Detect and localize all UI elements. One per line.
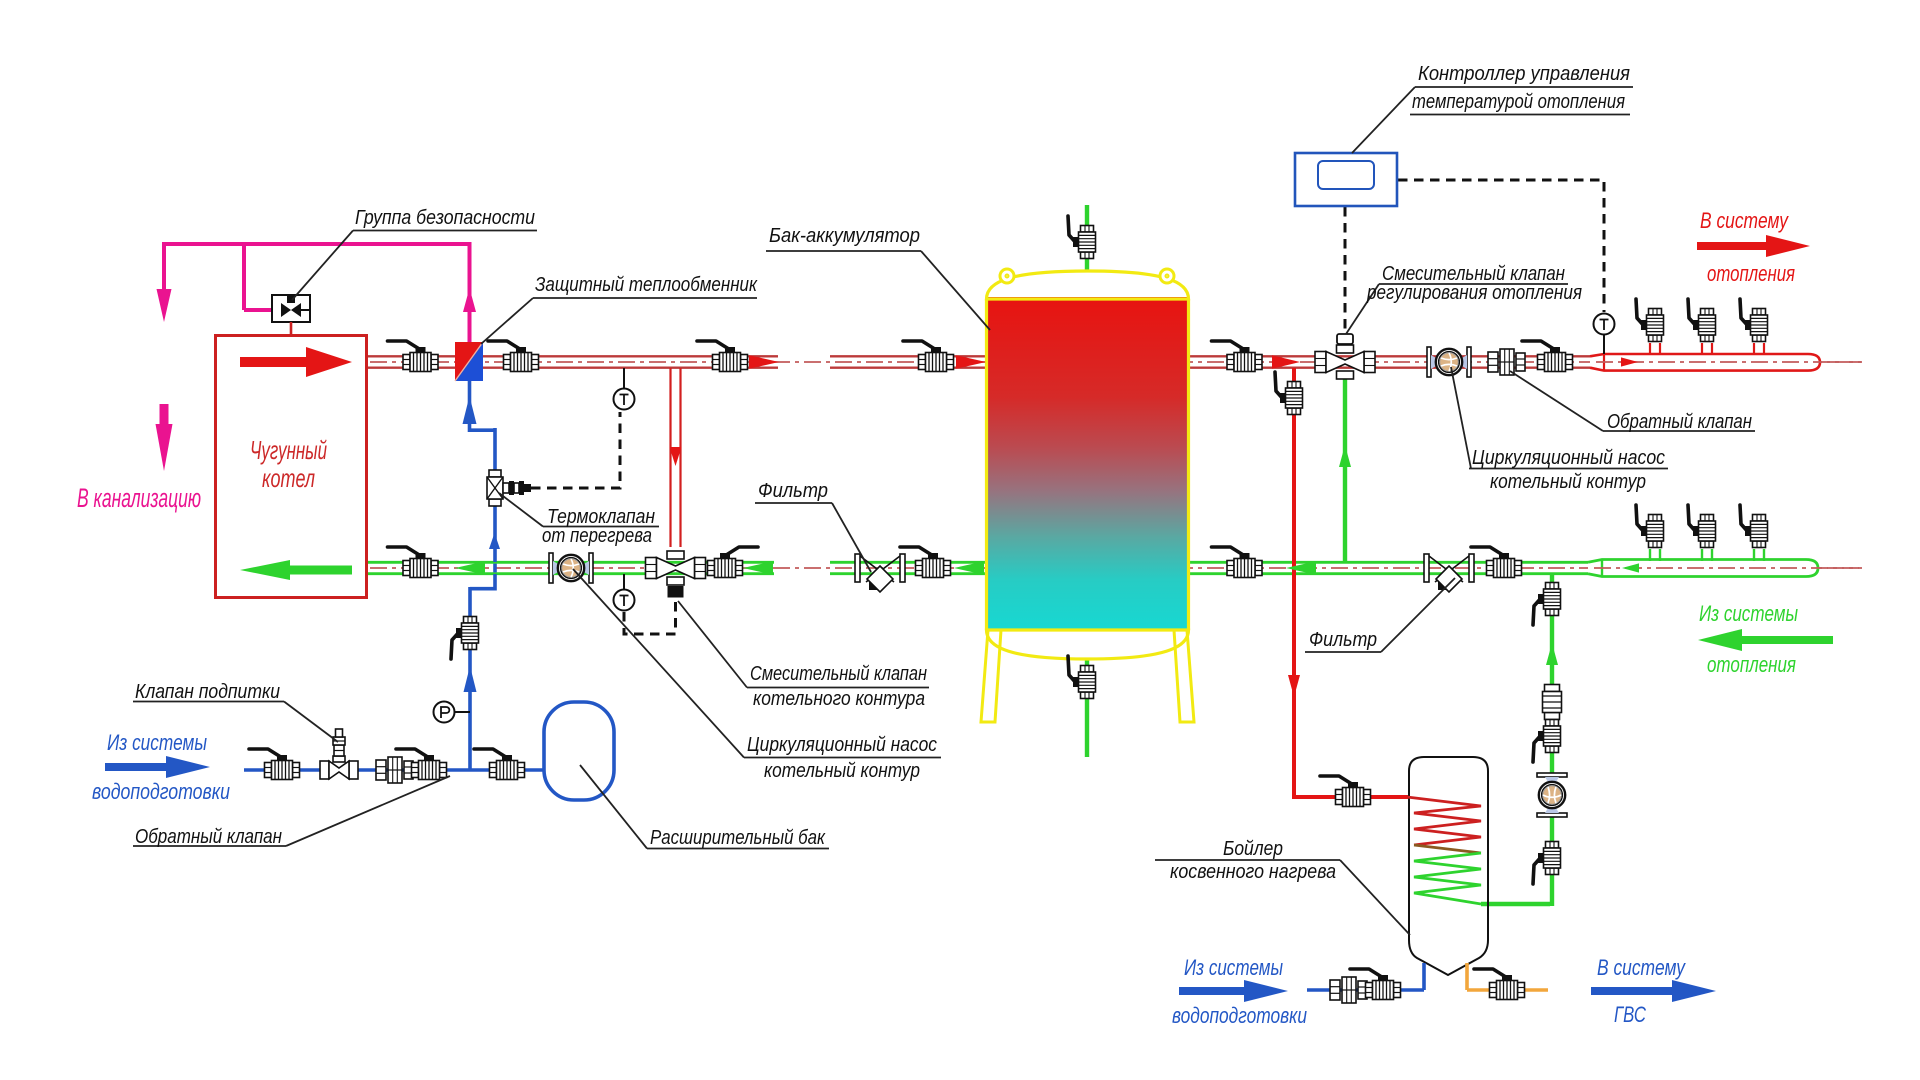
svg-text:Контроллер управления: Контроллер управления [1418, 62, 1630, 85]
svg-text:котел: котел [262, 463, 315, 493]
svg-text:косвенного нагрева: косвенного нагрева [1170, 860, 1336, 883]
svg-text:отопления: отопления [1707, 652, 1796, 677]
svg-text:котельный контур: котельный контур [1490, 470, 1646, 493]
svg-text:регулирования отопления: регулирования отопления [1366, 281, 1582, 304]
svg-text:отопления: отопления [1707, 261, 1795, 286]
svg-text:Фильтр: Фильтр [1309, 628, 1377, 651]
svg-text:Фильтр: Фильтр [758, 479, 828, 502]
svg-text:Смесительный клапан: Смесительный клапан [1382, 262, 1565, 285]
svg-text:Чугунный: Чугунный [250, 435, 327, 465]
svg-text:Бойлер: Бойлер [1223, 837, 1283, 860]
svg-text:водоподготовки: водоподготовки [1172, 1003, 1307, 1028]
svg-text:Обратный клапан: Обратный клапан [1607, 410, 1752, 433]
svg-text:Термоклапан: Термоклапан [547, 505, 655, 528]
svg-text:Из системы: Из системы [1699, 601, 1798, 626]
svg-text:В систему: В систему [1700, 208, 1790, 233]
svg-text:Циркуляционный насос: Циркуляционный насос [1472, 446, 1666, 469]
svg-text:Расширительный бак: Расширительный бак [650, 826, 826, 849]
svg-text:Обратный клапан: Обратный клапан [135, 825, 282, 848]
svg-text:В канализацию: В канализацию [77, 483, 201, 513]
svg-text:температурой отопления: температурой отопления [1412, 90, 1625, 113]
svg-text:Бак-аккумулятор: Бак-аккумулятор [769, 224, 920, 247]
svg-text:В систему: В систему [1597, 955, 1687, 980]
svg-text:Смесительный клапан: Смесительный клапан [750, 662, 927, 685]
svg-text:от перегрева: от перегрева [542, 524, 652, 547]
svg-text:водоподготовки: водоподготовки [92, 779, 230, 804]
svg-text:котельного контура: котельного контура [753, 687, 925, 710]
svg-text:Циркуляционный насос: Циркуляционный насос [747, 733, 938, 756]
svg-text:Клапан подпитки: Клапан подпитки [135, 680, 280, 703]
svg-text:Из системы: Из системы [1184, 955, 1283, 980]
svg-text:Защитный теплообменник: Защитный теплообменник [535, 273, 758, 296]
svg-text:ГВС: ГВС [1614, 1002, 1646, 1027]
svg-text:Из системы: Из системы [107, 730, 207, 755]
svg-text:котельный контур: котельный контур [764, 759, 920, 782]
svg-text:Группа безопасности: Группа безопасности [355, 206, 535, 229]
